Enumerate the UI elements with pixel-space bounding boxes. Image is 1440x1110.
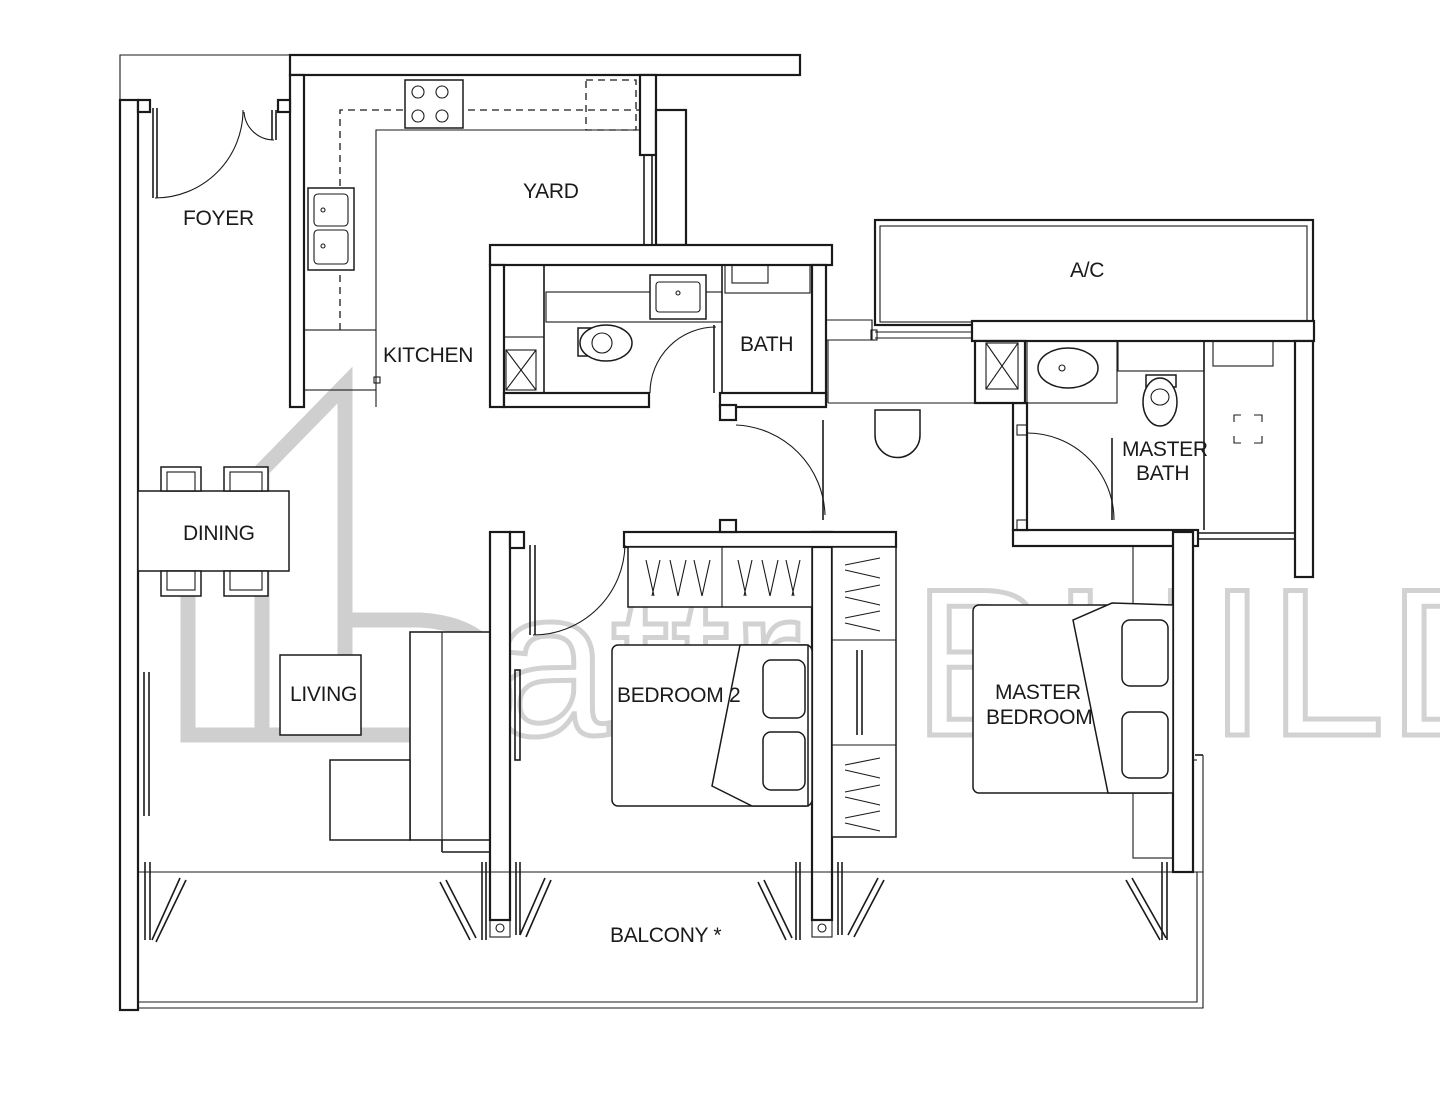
- label-bath: BATH: [740, 333, 793, 356]
- label-foyer: FOYER: [183, 207, 254, 230]
- entrance-door: [119, 54, 290, 199]
- master-wardrobe: [831, 546, 897, 838]
- label-ac-ledge: A/C: [1070, 259, 1104, 282]
- corridor: [735, 319, 975, 520]
- label-kitchen: KITCHEN: [383, 344, 473, 367]
- bedroom-2-fixtures: [514, 544, 813, 807]
- label-bedroom-2: BEDROOM 2: [617, 684, 740, 707]
- exterior-walls: [118, 53, 834, 1012]
- dining-table: [137, 466, 290, 597]
- label-master-bedroom-2: BEDROOM: [986, 706, 1092, 729]
- label-master-bath-2: BATH: [1136, 462, 1189, 485]
- label-balcony: BALCONY *: [610, 924, 721, 947]
- master-bath: [970, 319, 1316, 579]
- master-bedroom-fixtures: [972, 545, 1203, 859]
- ac-ledge: [870, 218, 1315, 341]
- balcony: [138, 755, 1204, 1009]
- kitchen-counter: [303, 75, 640, 407]
- label-dining: DINING: [183, 522, 255, 545]
- partition-walls: [488, 518, 1195, 938]
- label-living: LIVING: [290, 683, 357, 706]
- label-yard: YARD: [523, 180, 579, 203]
- yard-bath-fixtures: [503, 264, 811, 394]
- label-master-bath-1: MASTER: [1122, 438, 1208, 461]
- label-master-bedroom-1: MASTER: [995, 681, 1081, 704]
